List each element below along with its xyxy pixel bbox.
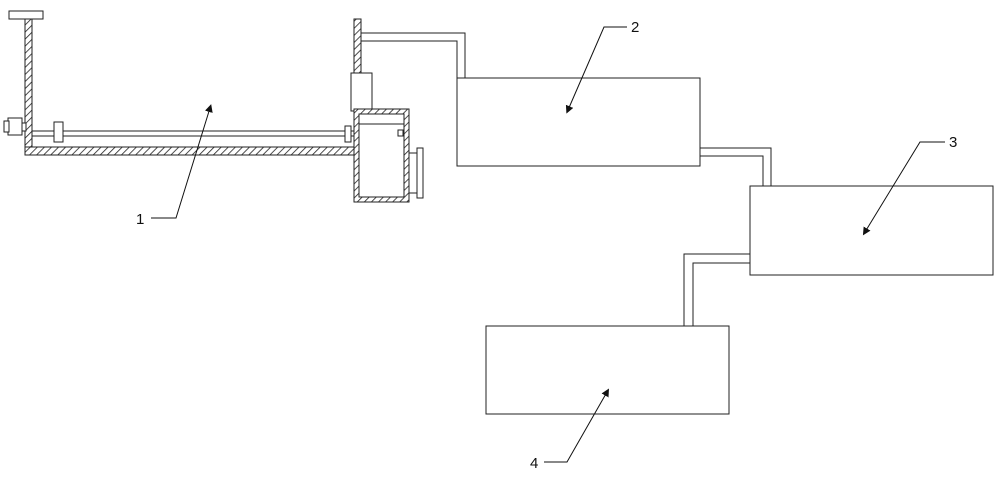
leader-line-4: [544, 388, 609, 463]
pipe-3-4-inner: [692, 262, 750, 326]
outlet-housing: [353, 108, 424, 203]
outlet-housing-interior: [358, 113, 405, 198]
tank-shaft-support-left: [53, 121, 64, 143]
leader-line-2: [565, 26, 627, 114]
box-unit-2: [456, 77, 701, 167]
pipe-3-to-4: [683, 253, 750, 326]
box-unit-3: [749, 185, 994, 276]
tank-left-wall: [24, 18, 33, 156]
pipe-2-3-outer: [700, 147, 772, 186]
label-4: 4: [530, 455, 538, 472]
outlet-flange-outer: [416, 147, 424, 199]
tank-motor: [7, 117, 23, 136]
pipe-3-4-outer: [683, 253, 750, 326]
tank-bottom-wall: [24, 146, 362, 156]
label-1: 1: [136, 211, 144, 228]
pipe-2-to-3: [700, 147, 772, 186]
label-2: 2: [631, 19, 639, 36]
outlet-housing-knob: [397, 129, 404, 137]
box-unit-4: [485, 325, 730, 415]
pipe-1-2-inner: [361, 40, 458, 78]
pipe-1-to-2: [361, 32, 466, 78]
tank-unit-1: [3, 10, 373, 156]
tank-lid: [8, 10, 44, 20]
pipe-2-3-inner: [700, 155, 764, 186]
tank-shaft-support-right: [344, 125, 352, 143]
tank-motor-coupling: [21, 122, 27, 132]
leader-line-1: [151, 104, 213, 219]
tank-side-fitting: [350, 72, 373, 112]
leader-line-3: [862, 141, 945, 236]
tank-motor-cap: [3, 120, 10, 133]
outlet-flange-inner: [408, 152, 418, 194]
pipe-1-2-outer: [361, 32, 466, 78]
label-3: 3: [949, 134, 957, 151]
